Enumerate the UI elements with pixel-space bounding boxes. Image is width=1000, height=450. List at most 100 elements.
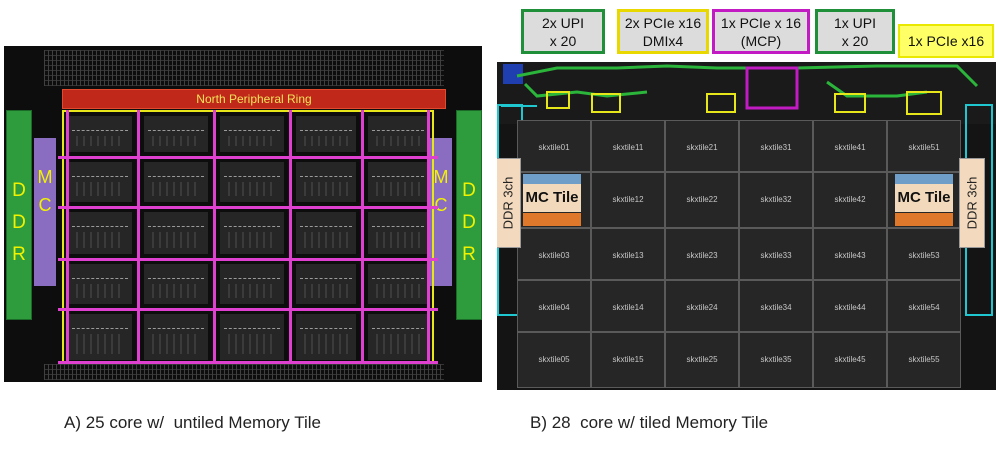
core-tile: skxtile55 <box>887 332 961 388</box>
die-diagram-b: skxtile01 skxtile11 skxtile21 skxtile31 skxt… <box>497 62 996 390</box>
core-cell <box>68 116 132 152</box>
core-tile-label: skxtile35 <box>760 355 792 364</box>
die-diagram-a: North Peripheral Ring D D R M C D D R M … <box>4 46 482 382</box>
mesh-horizontal-link <box>58 308 438 311</box>
mc-right: M C <box>430 138 452 286</box>
header-pcie-mcp: 1x PCIe x 16 (MCP) <box>712 9 810 54</box>
core-tile-label: skxtile21 <box>686 143 718 152</box>
core-tile-label: skxtile22 <box>686 195 718 204</box>
core-cell <box>368 162 428 202</box>
core-tile-label: skxtile41 <box>834 143 866 152</box>
core-tile: skxtile43 <box>813 228 887 280</box>
core-tile: skxtile13 <box>591 228 665 280</box>
tile-grid: skxtile01 skxtile11 skxtile21 skxtile31 skxt… <box>517 120 962 390</box>
core-cell <box>68 264 132 304</box>
mesh-vertical-link <box>289 110 292 364</box>
mc-tile-left: MC Tile <box>523 174 581 226</box>
core-tile: skxtile01 <box>517 120 591 172</box>
core-tile-label: skxtile33 <box>760 251 792 260</box>
core-tile: skxtile14 <box>591 280 665 332</box>
io-yellow-box-4 <box>834 93 866 113</box>
core-tile-label: skxtile43 <box>834 251 866 260</box>
core-cell <box>144 264 208 304</box>
mc-tile-right-bottom <box>895 213 953 226</box>
top-logic-texture <box>44 50 444 86</box>
header-upi-2x-line2: x 20 <box>549 32 577 49</box>
ddr-left-letter-3: R <box>12 244 26 265</box>
core-cell <box>220 264 284 304</box>
core-tile: skxtile45 <box>813 332 887 388</box>
core-tile-label: skxtile44 <box>834 303 866 312</box>
mesh-horizontal-link <box>58 156 438 159</box>
ddr-3ch-right-label: DDR 3ch <box>964 176 980 230</box>
core-tile-label: skxtile54 <box>908 303 940 312</box>
core-tile: skxtile21 <box>665 120 739 172</box>
north-peripheral-ring: North Peripheral Ring <box>62 89 446 109</box>
io-magenta-box <box>745 66 799 110</box>
core-cell <box>296 116 356 152</box>
core-tile: skxtile54 <box>887 280 961 332</box>
core-cell <box>296 314 356 360</box>
ddr-right-letter-3: R <box>462 244 476 265</box>
core-cell <box>368 116 428 152</box>
core-tile: skxtile53 <box>887 228 961 280</box>
core-tile-label: skxtile31 <box>760 143 792 152</box>
header-upi-1x-line1: 1x UPI <box>833 14 876 31</box>
core-cell <box>368 314 428 360</box>
header-pcie-dmi-line2: DMIx4 <box>642 32 684 49</box>
core-tile: skxtile31 <box>739 120 813 172</box>
core-tile-label: skxtile34 <box>760 303 792 312</box>
mc-left: M C <box>34 138 56 286</box>
core-tile: skxtile15 <box>591 332 665 388</box>
core-tile: skxtile23 <box>665 228 739 280</box>
io-yellow-box-5 <box>906 91 942 115</box>
core-tile-label: skxtile45 <box>834 355 866 364</box>
core-cell <box>144 116 208 152</box>
header-pcie-1x: 1x PCIe x16 <box>898 24 994 58</box>
ddr-right-letter-1: D <box>462 180 476 201</box>
core-tile: skxtile34 <box>739 280 813 332</box>
ddr-3ch-left-label: DDR 3ch <box>500 176 516 230</box>
mc-left-letter-2: C <box>38 195 52 215</box>
core-cell <box>368 212 428 254</box>
io-green-outline-3 <box>826 80 928 98</box>
mesh-vertical-link <box>66 110 69 364</box>
core-tile-label: skxtile15 <box>612 355 644 364</box>
core-tile: skxtile05 <box>517 332 591 388</box>
core-tile: skxtile22 <box>665 172 739 228</box>
core-tile: skxtile51 <box>887 120 961 172</box>
ddr-left-letter-1: D <box>12 180 26 201</box>
mc-tile-left-label: MC Tile <box>523 184 581 212</box>
mesh-vertical-link <box>213 110 216 364</box>
ddr-3ch-left: DDR 3ch <box>497 158 521 248</box>
header-pcie-mcp-line1: 1x PCIe x 16 <box>720 14 802 31</box>
core-cell <box>220 162 284 202</box>
mesh-horizontal-link <box>58 361 438 364</box>
header-upi-1x: 1x UPI x 20 <box>815 9 895 54</box>
core-grid <box>58 110 438 364</box>
header-upi-2x: 2x UPI x 20 <box>521 9 605 54</box>
core-tile: skxtile04 <box>517 280 591 332</box>
mesh-horizontal-link <box>58 206 438 209</box>
core-tile-label: skxtile24 <box>686 303 718 312</box>
mc-tile-right: MC Tile <box>895 174 953 226</box>
core-tile: skxtile32 <box>739 172 813 228</box>
ddr-right: D D R <box>456 110 482 320</box>
io-yellow-box-2 <box>591 93 621 113</box>
header-upi-2x-line1: 2x UPI <box>541 14 584 31</box>
caption-a: A) 25 core w/ untiled Memory Tile <box>64 413 321 432</box>
core-cell <box>220 314 284 360</box>
core-cell <box>144 314 208 360</box>
mc-tile-right-label: MC Tile <box>895 184 953 212</box>
core-tile: skxtile03 <box>517 228 591 280</box>
header-pcie-dmi: 2x PCIe x16 DMIx4 <box>617 9 709 54</box>
core-tile-label: skxtile01 <box>538 143 570 152</box>
ddr-left-letter-2: D <box>12 212 26 233</box>
core-tile-label: skxtile03 <box>538 251 570 260</box>
core-cell <box>296 264 356 304</box>
core-tile: skxtile42 <box>813 172 887 228</box>
core-tile-label: skxtile51 <box>908 143 940 152</box>
core-tile-label: skxtile11 <box>612 143 644 152</box>
core-cell <box>144 162 208 202</box>
io-blue-block <box>503 64 523 84</box>
